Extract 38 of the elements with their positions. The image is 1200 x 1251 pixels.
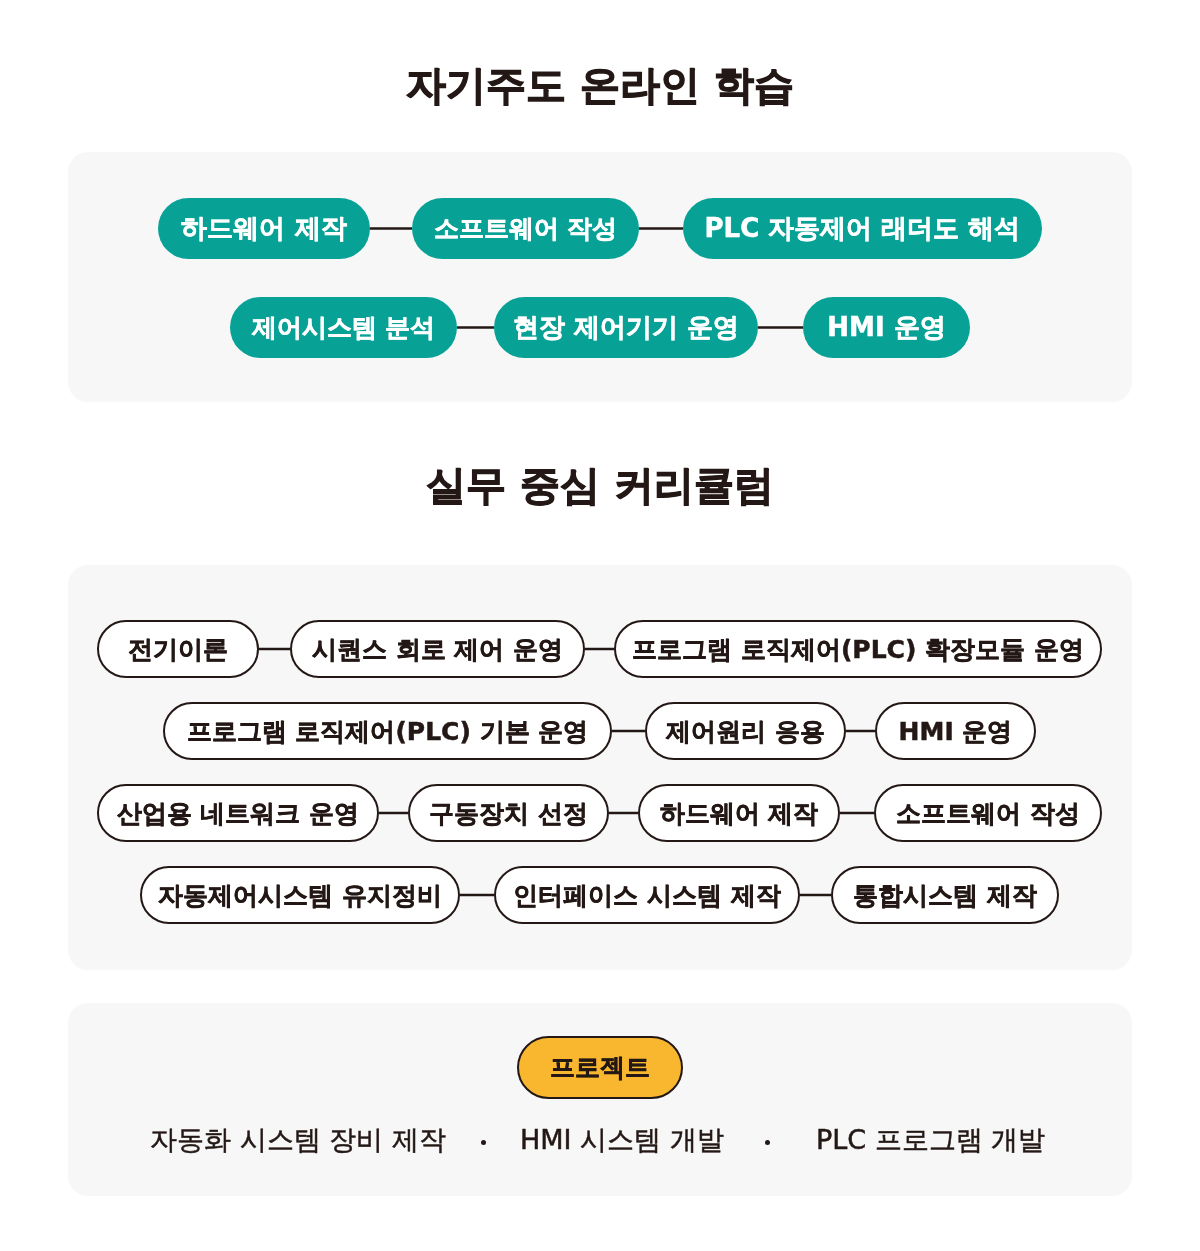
connector-line [609,811,638,815]
course-pill: 하드웨어 제작 [638,784,840,842]
course-pill: 프로그램 로직제어(PLC) 기본 운영 [163,702,612,760]
course-pill: HMI 운영 [803,297,970,358]
connector-line [457,326,494,329]
connector-line [259,647,290,651]
course-pill: 소프트웨어 작성 [412,198,639,259]
course-pill: 제어시스템 분석 [230,297,457,358]
section-heading: 자기주도 온라인 학습 [406,61,794,109]
connector-line [846,729,875,733]
course-pill: HMI 운영 [875,702,1036,760]
connector-line [379,811,408,815]
connector-line [840,811,874,815]
course-pill: 현장 제어기기 운영 [494,297,758,358]
project-pill: 프로젝트 [517,1036,683,1099]
course-pill: 산업용 네트워크 운영 [97,784,379,842]
course-pill: 프로그램 로직제어(PLC) 확장모듈 운영 [614,620,1102,678]
connector-line [800,893,831,897]
course-pill: 제어원리 응용 [645,702,846,760]
course-pill: 통합시스템 제작 [831,866,1059,924]
course-pill: 소프트웨어 작성 [874,784,1102,842]
section-heading: 실무 중심 커리큘럼 [426,461,774,509]
connector-line [460,893,494,897]
course-pill: 인터페이스 시스템 제작 [494,866,800,924]
connector-line [370,227,412,230]
connector-line [758,326,803,329]
course-pill: PLC 자동제어 래더도 해석 [683,198,1042,259]
course-pill: 시퀀스 회로 제어 운영 [290,620,585,678]
project-item: PLC 프로그램 개발 [816,1124,1046,1157]
course-pill: 구동장치 선정 [408,784,609,842]
course-pill: 하드웨어 제작 [158,198,370,259]
connector-line [612,729,645,733]
connector-line [639,227,683,230]
course-pill: 전기이론 [97,620,259,678]
connector-line [585,647,614,651]
project-item: 자동화 시스템 장비 제작 [150,1124,446,1157]
project-item: HMI 시스템 개발 [520,1124,724,1157]
course-pill: 자동제어시스템 유지정비 [140,866,460,924]
